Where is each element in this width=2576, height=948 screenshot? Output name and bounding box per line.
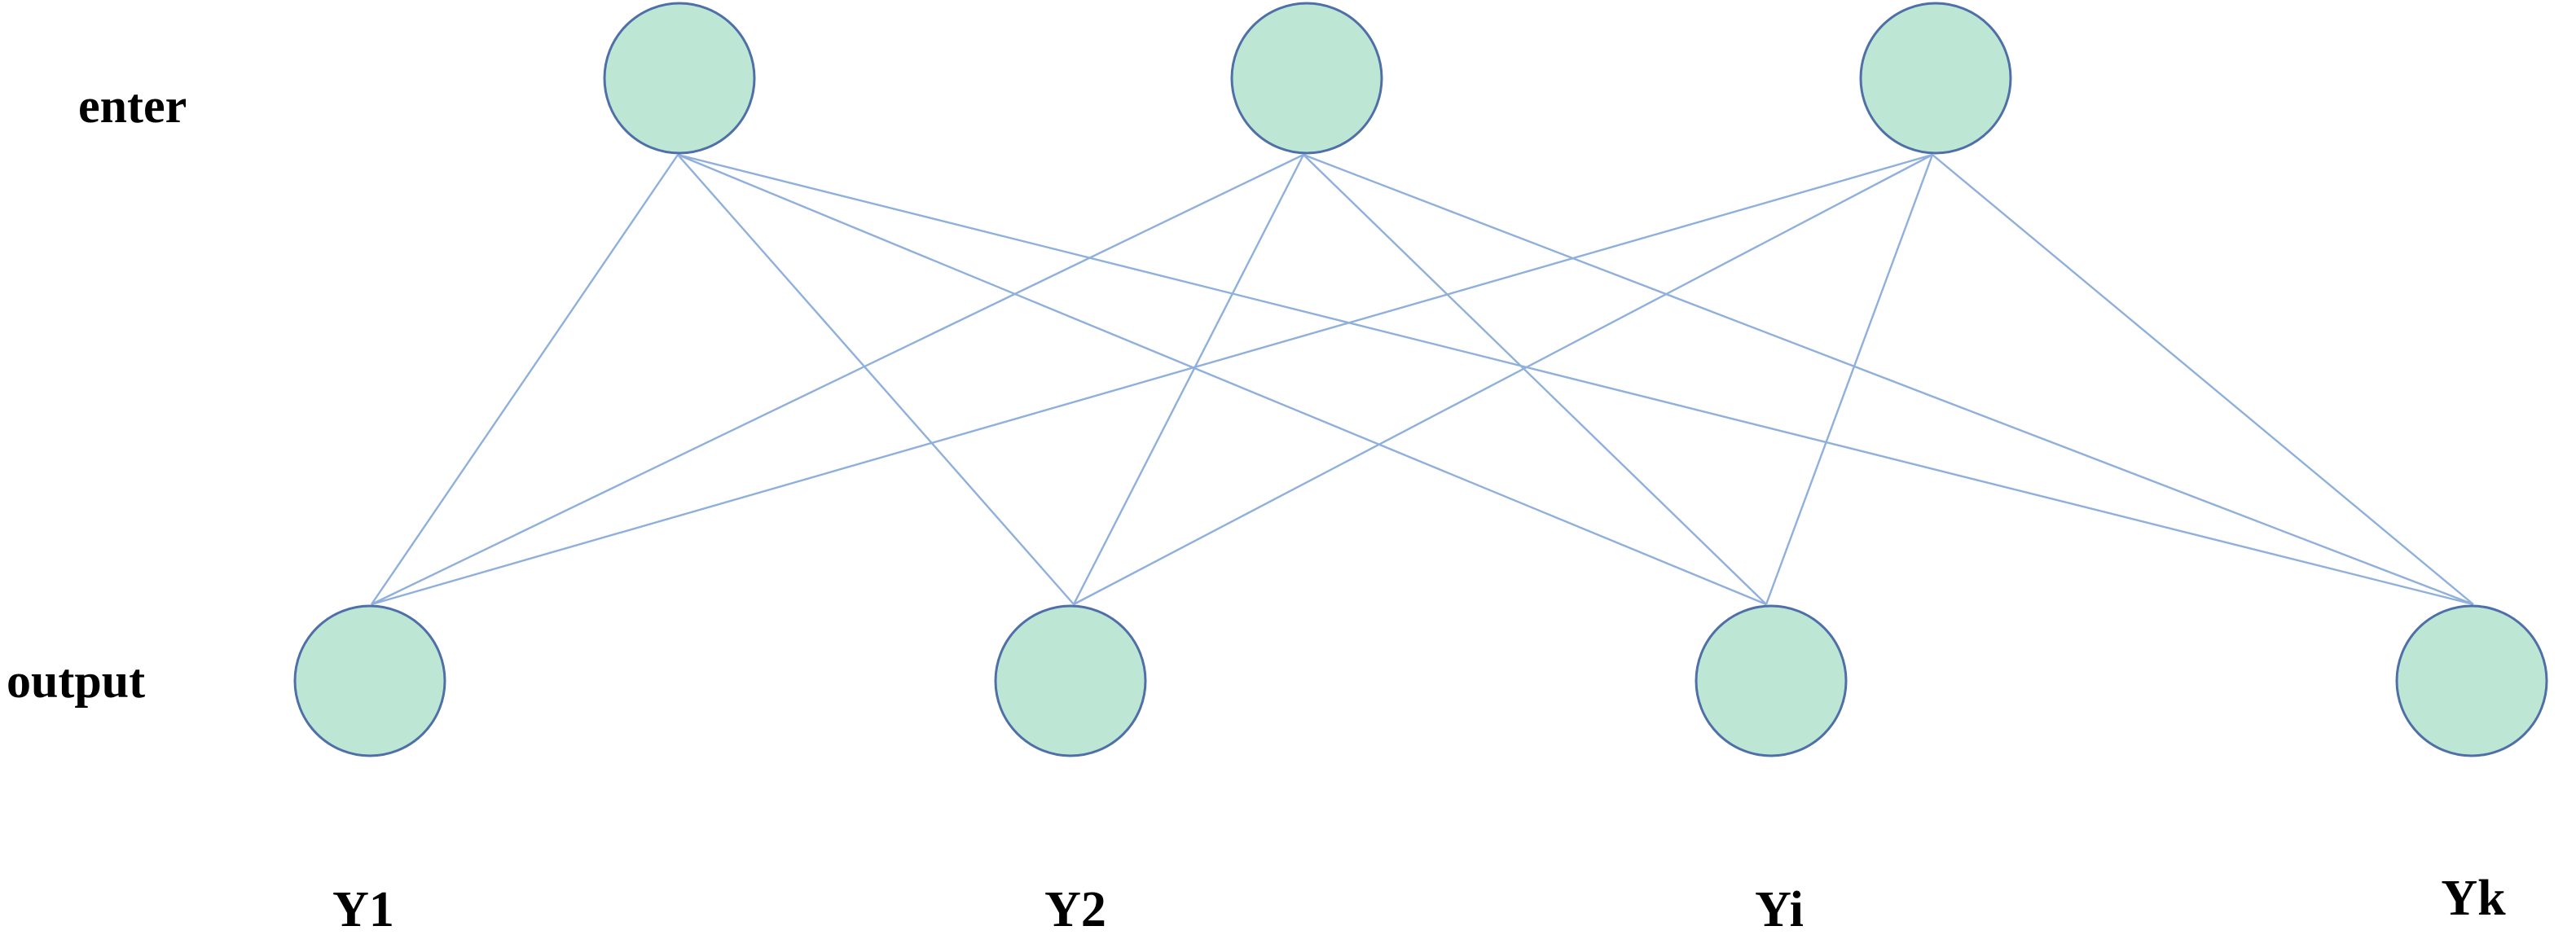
input-layer-label: enter — [78, 79, 187, 133]
edge-in2-out2 — [1072, 154, 1305, 605]
output-node-label-yk: Yk — [2441, 871, 2506, 926]
output-node-y1 — [293, 604, 446, 757]
connection-edges — [371, 153, 2474, 606]
input-node-1 — [603, 2, 756, 155]
output-node-label-y1: Y1 — [332, 882, 394, 937]
edge-in2-out1 — [371, 153, 1304, 606]
edge-in3-out1 — [371, 153, 1933, 606]
edge-in1-out4 — [677, 153, 2474, 606]
input-node-2 — [1230, 2, 1383, 155]
edge-in2-out4 — [1303, 153, 2474, 606]
output-node-label-y2: Y2 — [1044, 882, 1106, 937]
output-node-y2 — [994, 604, 1147, 757]
edge-in1-out3 — [677, 153, 1767, 606]
output-node-yi — [1695, 604, 1848, 757]
output-node-yk — [2395, 604, 2548, 757]
output-node-label-yi: Yi — [1755, 882, 1804, 937]
output-layer-label: output — [7, 654, 146, 708]
edge-in1-out1 — [371, 154, 679, 605]
network-nodes — [293, 2, 2548, 757]
edge-in3-out3 — [1765, 154, 1934, 605]
edge-in2-out3 — [1303, 154, 1767, 605]
edge-in1-out2 — [677, 154, 1075, 605]
input-node-3 — [1859, 2, 2012, 155]
edge-in3-out2 — [1073, 153, 1933, 606]
edge-in3-out4 — [1932, 154, 2474, 605]
